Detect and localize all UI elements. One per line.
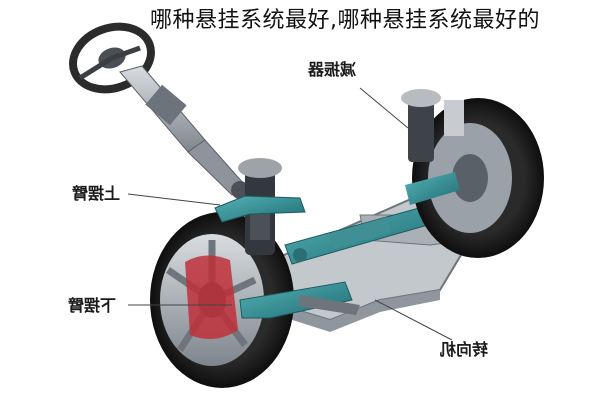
leader-lines — [127, 87, 453, 341]
label-steering-gear: 转向机 — [438, 340, 491, 360]
leader-upper-arm — [127, 193, 221, 206]
label-upper-control-arm: 上摆臂 — [70, 184, 123, 204]
left-wheel — [150, 212, 294, 388]
leader-steering-gear — [374, 299, 453, 341]
leader-shock-absorber — [359, 87, 409, 129]
label-shock-absorber: 减振器 — [306, 60, 359, 80]
steering-column — [119, 65, 249, 199]
steering-gear — [284, 204, 439, 265]
label-lower-control-arm: 下摆臂 — [66, 296, 119, 316]
upper-control-arm — [214, 195, 306, 223]
lower-control-arm — [239, 281, 360, 319]
right-wheel — [412, 98, 544, 258]
page-title: 哪种悬挂系统最好,哪种悬挂系统最好的 — [150, 8, 540, 33]
right-strut — [401, 89, 464, 205]
steering-wheel — [69, 22, 155, 94]
